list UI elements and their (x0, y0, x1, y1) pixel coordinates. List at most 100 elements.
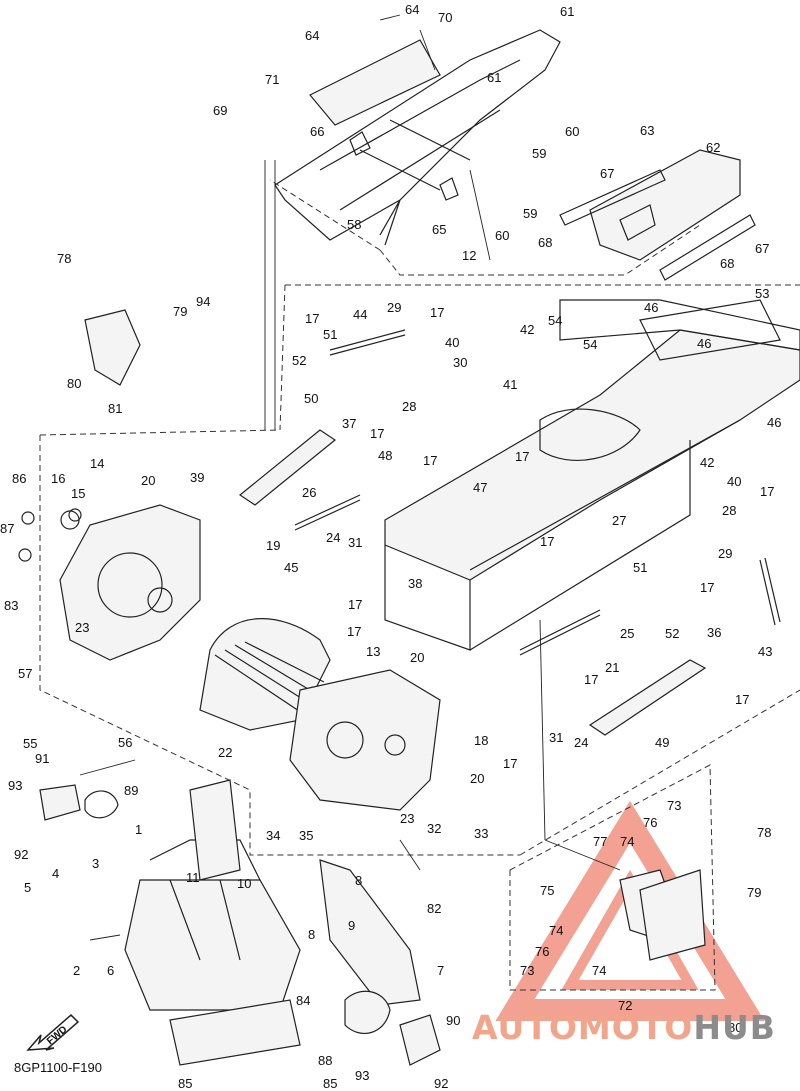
part-label: 79 (747, 885, 761, 900)
mount-boot (399, 1014, 441, 1066)
part-label: 22 (218, 745, 232, 760)
part-label: 42 (700, 455, 714, 470)
part-label: 40 (727, 474, 741, 489)
part-label: 18 (474, 733, 488, 748)
part-label: 17 (735, 692, 749, 707)
bulkhead-plate (289, 669, 441, 811)
part-label: 54 (583, 337, 597, 352)
front-frame-lower (124, 779, 301, 1011)
part-label: 77 (593, 834, 607, 849)
gear-rack-vertical (759, 557, 781, 626)
diagram-code: 8GP1100-F190 (14, 1060, 102, 1075)
part-label: 25 (620, 626, 634, 641)
part-label: 56 (118, 735, 132, 750)
part-label: 37 (342, 416, 356, 431)
part-label: 38 (408, 576, 422, 591)
rear-frame-assembly (274, 29, 561, 246)
part-label: 49 (655, 735, 669, 750)
watermark-brand-part2: HUB (693, 1008, 776, 1047)
part-label: 35 (299, 828, 313, 843)
part-label: 74 (620, 834, 634, 849)
tunnel-assembly (384, 299, 800, 651)
part-label: 64 (405, 2, 419, 17)
rear-frame-group-boundary (269, 179, 701, 276)
part-label: 60 (495, 228, 509, 243)
part-label: 20 (141, 473, 155, 488)
part-label: 83 (4, 598, 18, 613)
part-label: 59 (532, 146, 546, 161)
part-label: 51 (633, 560, 647, 575)
part-label: 3 (92, 856, 99, 871)
part-label: 75 (540, 883, 554, 898)
part-label: 20 (470, 771, 484, 786)
part-label: 76 (643, 815, 657, 830)
part-label: 15 (71, 486, 85, 501)
part-label: 74 (549, 923, 563, 938)
part-label: 14 (90, 456, 104, 471)
part-label: 53 (755, 286, 769, 301)
part-label: 17 (423, 453, 437, 468)
part-label: 86 (12, 471, 26, 486)
part-label: 41 (503, 377, 517, 392)
part-label: 6 (107, 963, 114, 978)
part-label: 90 (446, 1013, 460, 1028)
part-label: 23 (400, 811, 414, 826)
part-label: 85 (323, 1076, 337, 1091)
part-label: 17 (347, 624, 361, 639)
rail-strip-right (588, 659, 707, 736)
part-label: 40 (445, 335, 459, 350)
gear-rack-upper (329, 329, 406, 356)
part-label: 8 (308, 927, 315, 942)
lower-mount-group-boundary (509, 764, 716, 991)
part-label: 51 (323, 327, 337, 342)
part-label: 1 (135, 822, 142, 837)
part-label: 29 (387, 300, 401, 315)
part-label: 8 (355, 873, 362, 888)
part-label: 65 (432, 222, 446, 237)
part-label: 67 (600, 166, 614, 181)
part-label: 11 (186, 870, 200, 885)
part-label: 93 (8, 778, 22, 793)
part-label: 59 (523, 206, 537, 221)
part-label: 92 (434, 1076, 448, 1091)
part-label: 69 (213, 103, 227, 118)
rail-strip-left (238, 429, 337, 506)
skid-plate (169, 999, 301, 1066)
part-label: 24 (326, 530, 340, 545)
forward-direction-arrow-icon: FWD (26, 1010, 81, 1060)
part-label: 60 (565, 124, 579, 139)
part-label: 66 (310, 124, 324, 139)
part-label: 29 (718, 546, 732, 561)
part-label: 57 (18, 666, 32, 681)
front-suspension-housing (18, 504, 201, 661)
part-label: 42 (520, 322, 534, 337)
part-label: 9 (348, 918, 355, 933)
part-label: 46 (697, 336, 711, 351)
part-label: 10 (237, 876, 251, 891)
part-label: 62 (706, 140, 720, 155)
part-label: 72 (618, 998, 632, 1013)
part-label: 33 (474, 826, 488, 841)
part-label: 54 (548, 313, 562, 328)
part-label: 64 (305, 28, 319, 43)
rear-mount-parts (619, 869, 706, 961)
part-label: 26 (302, 485, 316, 500)
part-label: 50 (304, 391, 318, 406)
part-label: 2 (73, 963, 80, 978)
tunnel-group-boundary (39, 284, 800, 856)
part-label: 44 (353, 307, 367, 322)
part-label: 88 (318, 1053, 332, 1068)
part-label: 27 (612, 513, 626, 528)
part-label: 93 (355, 1068, 369, 1083)
part-label: 45 (284, 560, 298, 575)
part-label: 84 (296, 993, 310, 1008)
part-label: 32 (427, 821, 441, 836)
part-label: 79 (173, 304, 187, 319)
part-label: 89 (124, 783, 138, 798)
part-label: 24 (574, 735, 588, 750)
part-label: 67 (755, 241, 769, 256)
part-label: 17 (503, 756, 517, 771)
part-label: 13 (366, 644, 380, 659)
part-label: 61 (487, 70, 501, 85)
